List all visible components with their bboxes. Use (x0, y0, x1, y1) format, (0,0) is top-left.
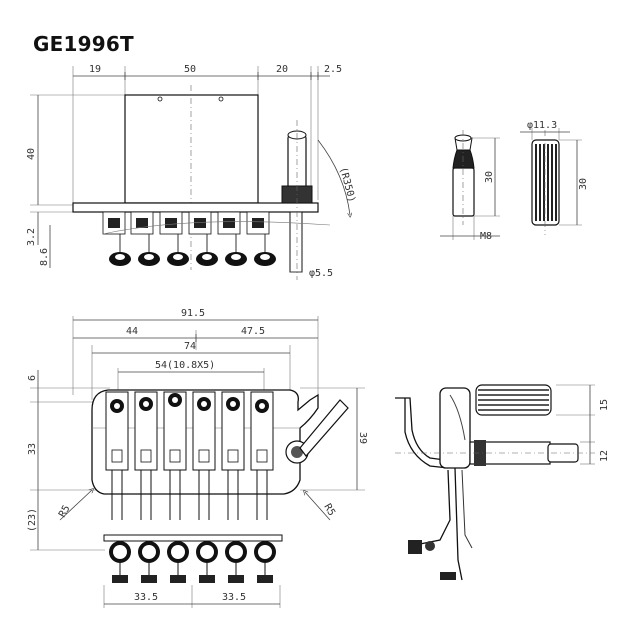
model-title: GE1996T (33, 32, 134, 56)
dim-radius: (R350) (337, 166, 357, 204)
front-post-spacing: 74 (184, 341, 196, 352)
front-lower-height: (23) (27, 508, 38, 532)
nut-thread: M8 (480, 231, 492, 242)
nut-view: 30 M8 (440, 130, 500, 242)
front-bottom-right: 33.5 (222, 592, 246, 603)
front-left-span: 44 (126, 326, 138, 337)
side-height-upper: 15 (599, 399, 610, 411)
front-body-height: 33 (27, 443, 38, 455)
front-total-width: 91.5 (181, 308, 205, 319)
dim-3-2: 3.2 (26, 228, 37, 246)
dim-arm-diameter: φ5.5 (309, 268, 333, 279)
top-view: 19 50 20 2.5 40 3.2 8.6 (26, 64, 357, 280)
front-view: 91.5 44 47.5 74 54(10.8X5) 6 33 (23) 39 (27, 308, 368, 608)
nut-length: 30 (484, 171, 495, 183)
dim-2-5: 2.5 (324, 64, 342, 75)
front-left-radius: R5 (57, 504, 73, 520)
cap-length: 30 (578, 178, 589, 190)
front-overall-height: 39 (357, 432, 368, 444)
cap-view: φ11.3 30 (520, 120, 589, 235)
cap-diameter: φ11.3 (527, 120, 557, 131)
front-right-span: 47.5 (241, 326, 265, 337)
dim-50: 50 (184, 64, 196, 75)
dim-20: 20 (276, 64, 288, 75)
front-bottom-left: 33.5 (134, 592, 158, 603)
front-string-spacing: 54(10.8X5) (155, 360, 215, 371)
side-height-lower: 12 (599, 450, 610, 462)
front-right-radius: R5 (321, 502, 337, 518)
dim-8-6: 8.6 (39, 248, 50, 266)
dim-40: 40 (26, 148, 37, 160)
front-top-offset: 6 (27, 375, 38, 381)
side-view: 15 12 (395, 384, 610, 581)
dim-19: 19 (89, 64, 101, 75)
